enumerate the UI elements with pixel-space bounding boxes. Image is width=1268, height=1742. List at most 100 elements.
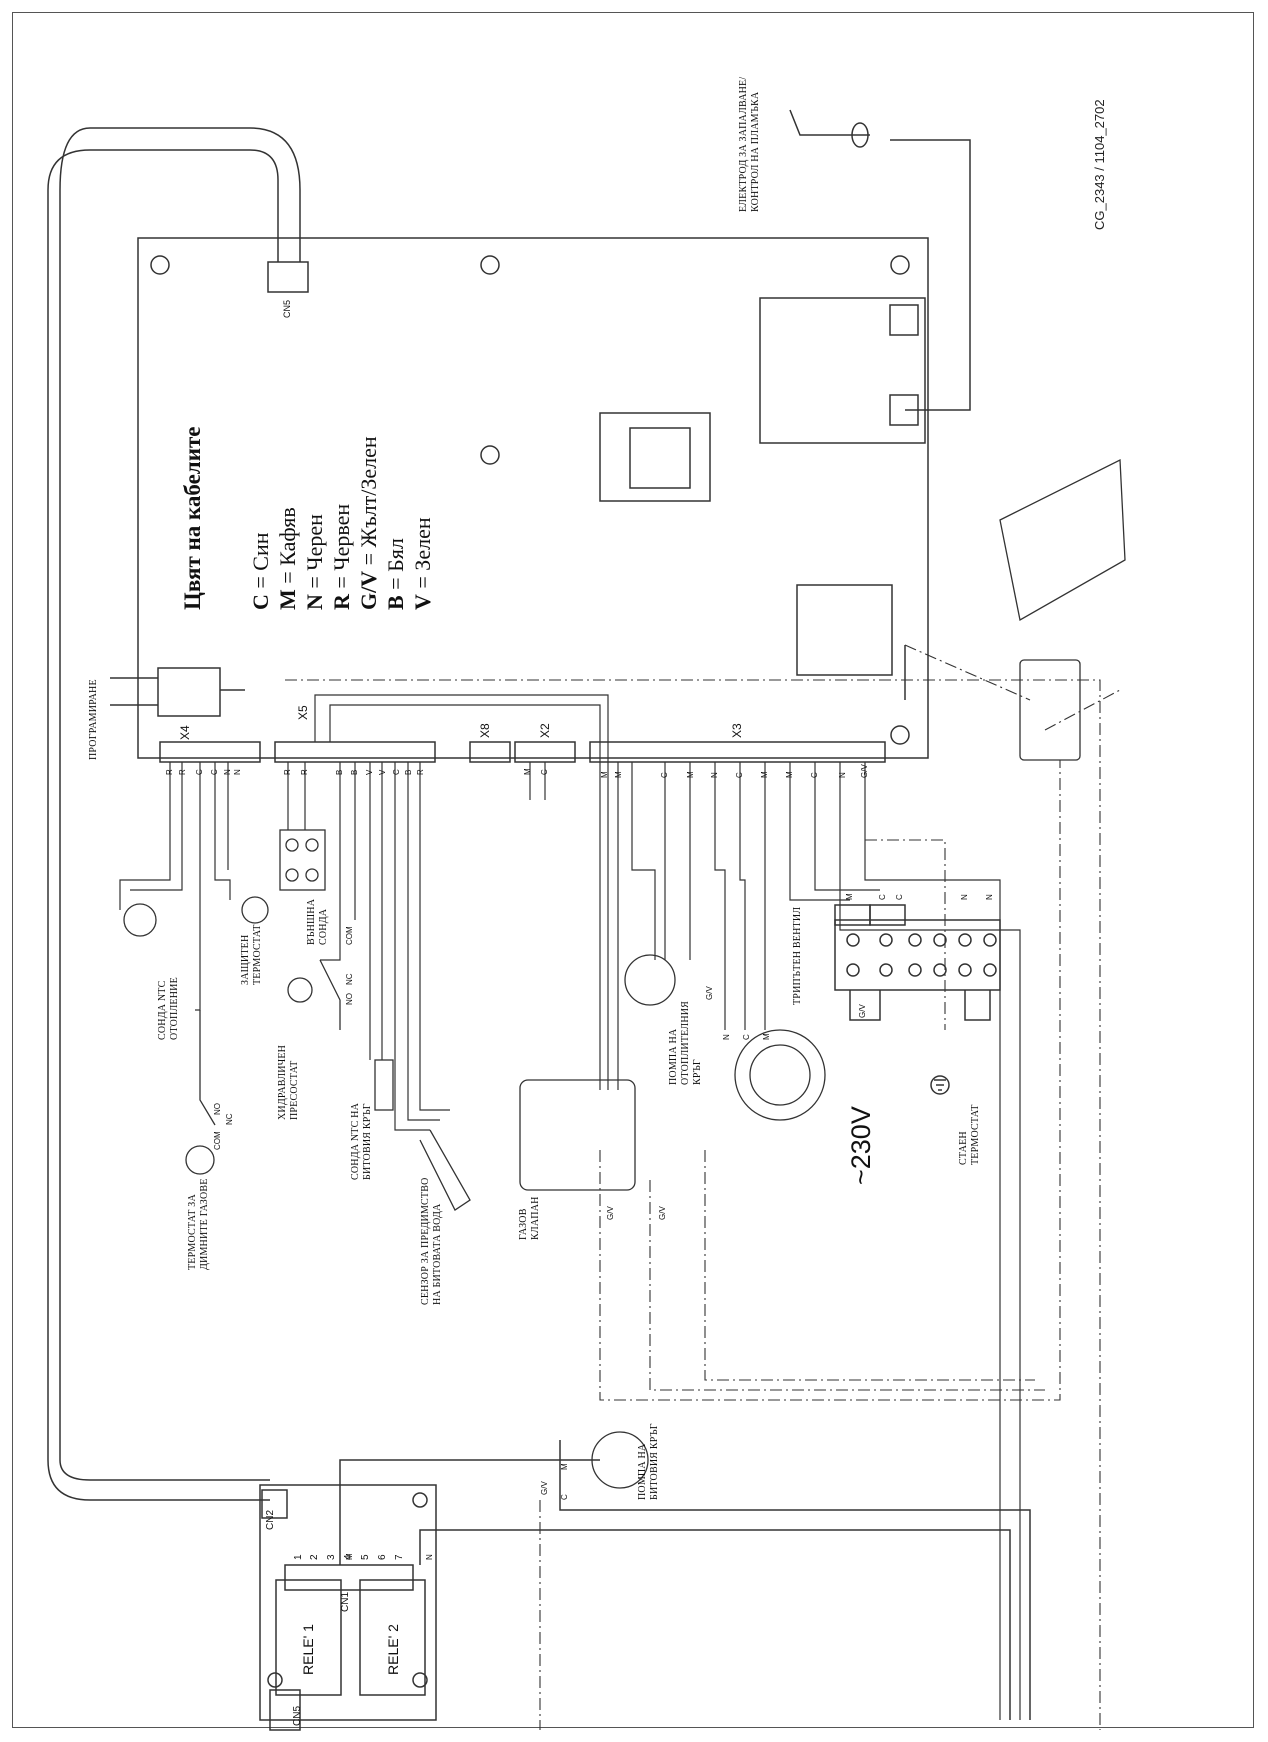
label-line: ТЕРМОСТАТ — [252, 924, 263, 985]
wire-code-x5: R — [300, 769, 309, 775]
x2-connector — [514, 741, 576, 763]
wire-code-x5: R — [283, 769, 292, 775]
wire-code-x5: B — [335, 769, 344, 775]
wire — [864, 762, 1001, 1720]
safety-thermostat-label: ЗАЩИТЕН ТЕРМОСТАТ — [240, 924, 264, 985]
terminal-screw — [879, 933, 893, 947]
wire — [789, 762, 850, 901]
wire-code-x2: C — [540, 769, 549, 775]
terminal-strip — [284, 1564, 414, 1591]
gas-valve-label: ГАЗОВ КЛАПАН — [518, 1196, 542, 1240]
wire-code-terminal-block: C — [895, 894, 904, 900]
label-line: СОНДА NTC НА — [350, 1103, 361, 1180]
earth-line — [285, 679, 1101, 1730]
ntc-heating-label: СОНДА NTC ОТОПЛЕНИЕ — [157, 977, 181, 1040]
hydraulic-pressostat-icon — [287, 977, 313, 1003]
cn5-top-connector — [267, 261, 309, 293]
wire-code-x3: C — [660, 772, 669, 778]
label-line: КЛАПАН — [530, 1196, 541, 1240]
cn1-label: CN1 — [340, 1591, 351, 1612]
label-line: НА БИТОВАТА ВОДА — [432, 1203, 443, 1305]
rele2-label: RELE' 2 — [385, 1624, 401, 1675]
label-line: СОНДА NTC — [157, 980, 168, 1040]
earth-icon — [930, 1075, 950, 1095]
flue-switch — [199, 1010, 216, 1126]
gas-valve-icon — [519, 1079, 636, 1191]
wire-code-gas-valve: G/V — [606, 1206, 615, 1220]
relay-wire — [559, 1440, 1031, 1720]
wire-code-dhw-pump: C — [560, 1494, 569, 1500]
legend-entry: B = Бял — [383, 538, 408, 610]
wire-code-dhw-pump: M — [560, 1463, 569, 1470]
wire-code-x3: C — [810, 772, 819, 778]
terminal-screw — [983, 963, 997, 977]
cable-loop-outer — [47, 149, 279, 1501]
wire-code-terminal-block: M — [845, 893, 854, 900]
x2-label: X2 — [538, 723, 552, 738]
wire-code-x5: B — [404, 769, 413, 775]
ntc-dhw-label: СОНДА NTC НА БИТОВИЯ КРЪГ — [350, 1103, 374, 1180]
relay-wire — [339, 1459, 600, 1565]
label-line: ВЪНШНА — [306, 898, 317, 945]
ntc-dhw-probe-icon — [374, 1059, 394, 1111]
document-code: CG_2343 / 1104_2702 — [1092, 99, 1107, 230]
ignition-terminal — [889, 304, 919, 336]
x8-connector — [469, 741, 511, 763]
terminal-screw — [879, 963, 893, 977]
terminal-screw — [908, 963, 922, 977]
wire-code-x4: R — [165, 769, 174, 775]
cn5-relay-label: CN5 — [292, 1705, 303, 1726]
wire — [739, 762, 746, 1030]
wire — [419, 762, 450, 1111]
wire-code-x4: C — [195, 769, 204, 775]
hydraulic-pressostat-label: ХИДРАВЛИЧЕН ПРЕСОСТАТ — [277, 1045, 301, 1120]
connector-strip — [159, 741, 886, 763]
label-line: ПРЕСОСТАТ — [289, 1060, 300, 1120]
room-thermostat-label: СТАЕН ТЕРМОСТАТ — [958, 1104, 982, 1165]
x4-connector — [159, 741, 261, 763]
terminal-screw — [958, 963, 972, 977]
programming-connector — [157, 667, 221, 717]
wire-code-x4: N — [223, 769, 232, 775]
wire — [814, 762, 880, 891]
transformer-block — [599, 412, 711, 502]
flue-thermostat-icon — [185, 1145, 215, 1175]
legend-entries: C = Син M = Кафяв N = Черен R = Червен G… — [247, 436, 436, 610]
terminal-screw — [305, 838, 319, 852]
rele2-box — [359, 1579, 426, 1696]
label-line: СТАЕН — [958, 1131, 969, 1165]
wire-code-x4: N — [233, 769, 242, 775]
legend-entry: V = Зелен — [410, 517, 435, 610]
wire-code-x3: G/V — [860, 764, 869, 778]
cable-loop-inner — [59, 127, 301, 1481]
external-probe-terminals — [279, 829, 326, 891]
x5-connector — [274, 741, 436, 763]
label-line: ОТОПЛЕНИЕ — [169, 977, 180, 1040]
legend-entry: C = Син — [248, 532, 273, 610]
wire-code-switch: NO — [345, 993, 354, 1005]
board-mount-hole — [890, 725, 910, 745]
label-line: ЕЛЕКТРОД ЗА ЗАПАЛВАНЕ/ — [738, 76, 749, 212]
wire-code-x3: C — [735, 772, 744, 778]
label-line: ОТОПЛИТЕЛНИЯ — [680, 1000, 691, 1085]
earth-line — [1044, 689, 1121, 731]
label-line: ГАЗОВ — [518, 1208, 529, 1240]
label-line: БИТОВИЯ КРЪГ — [649, 1423, 660, 1500]
earth-line — [649, 1180, 1045, 1391]
wire-code-switch: NO — [213, 1103, 222, 1115]
wire-code-switch: NC — [225, 1113, 234, 1125]
terminal-screw — [285, 838, 299, 852]
three-way-valve-body — [749, 1044, 811, 1106]
external-probe-label: ВЪНШНА СОНДА — [306, 899, 330, 945]
wire-code-gas-valve: G/V — [658, 1206, 667, 1220]
wire-code-three-way-valve: M — [762, 1033, 771, 1040]
legend-entry: N = Черен — [302, 514, 327, 610]
wire — [407, 762, 440, 1121]
label-line: ЗАЩИТЕН — [240, 934, 251, 985]
wire — [839, 762, 1021, 1720]
wire-code-x5: R — [416, 769, 425, 775]
terminal-screw — [933, 933, 947, 947]
ignition-transformer-icon — [1019, 659, 1081, 761]
terminal-block-cover — [869, 904, 906, 926]
